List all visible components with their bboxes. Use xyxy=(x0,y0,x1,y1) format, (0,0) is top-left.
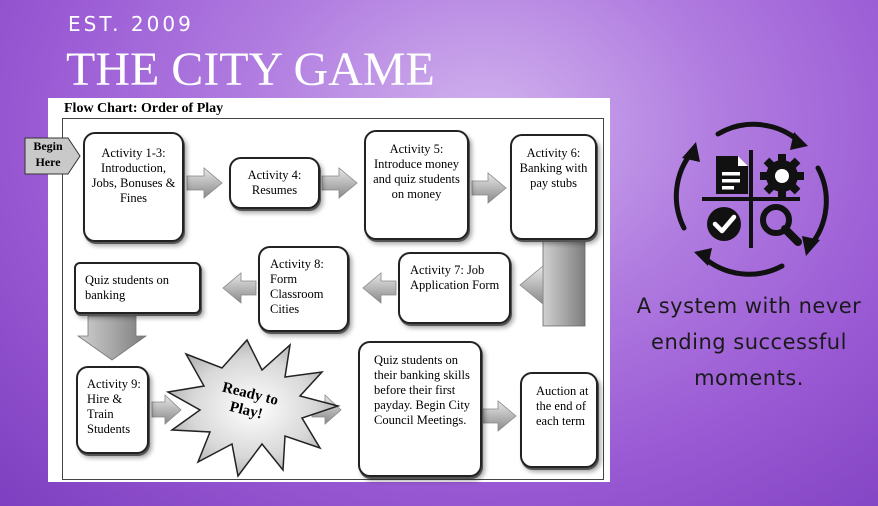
node-activity-4: Activity 4: Resumes xyxy=(229,157,320,209)
arrow-left-2 xyxy=(222,272,257,304)
arrow-right-1 xyxy=(186,167,223,199)
arrow-right-4 xyxy=(151,394,182,425)
est-label: EST. 2009 xyxy=(68,12,194,36)
node-auction: Auction at the end of each term xyxy=(520,372,598,468)
node-quiz-skills: Quiz students on their banking skills be… xyxy=(358,341,482,477)
arrow-right-2 xyxy=(321,167,358,199)
node-quiz-banking: Quiz students on banking xyxy=(74,262,201,314)
node-activity-7: Activity 7: Job Application Form xyxy=(398,252,511,324)
begin-here-arrow xyxy=(24,137,81,175)
flowchart-heading: Flow Chart: Order of Play xyxy=(64,101,224,116)
flowchart-frame xyxy=(62,118,604,480)
node-activity-8: Activity 8: Form Classroom Cities xyxy=(258,246,349,332)
arrow-left-1 xyxy=(362,272,397,304)
arrow-down-block xyxy=(76,315,148,361)
tagline: A system with never ending successful mo… xyxy=(636,294,862,390)
page-title: THE CITY GAME xyxy=(66,43,435,96)
arrow-right-3 xyxy=(471,172,507,204)
begin-here-label: Begin Here xyxy=(33,139,63,169)
process-icon xyxy=(673,121,829,277)
arrow-right-6 xyxy=(482,400,517,432)
node-activity-1-3: Activity 1-3: Introduction, Jobs, Bonuse… xyxy=(83,132,184,242)
node-activity-6: Activity 6: Banking with pay stubs xyxy=(510,134,597,240)
arrow-left-to-act7 xyxy=(519,265,544,305)
ready-star-shape xyxy=(165,338,341,478)
node-activity-5: Activity 5: Introduce money and quiz stu… xyxy=(364,130,469,240)
arrow-down-right-block xyxy=(542,235,586,327)
node-activity-9: Activity 9: Hire & Train Students xyxy=(76,366,149,454)
